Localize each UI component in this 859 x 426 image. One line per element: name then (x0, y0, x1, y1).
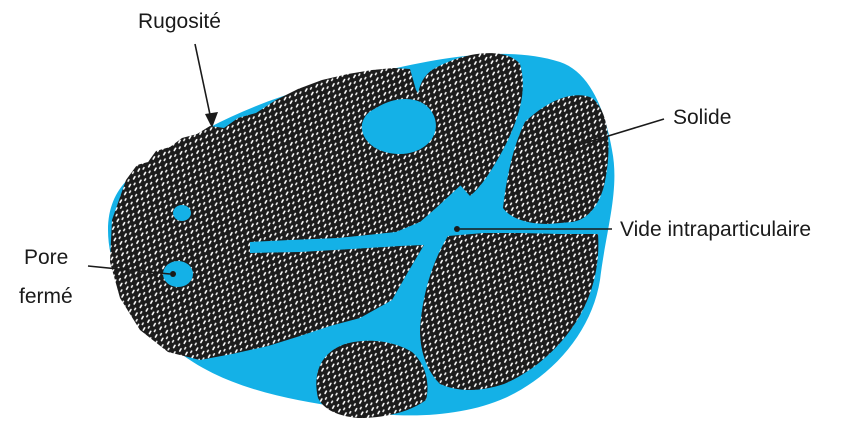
solid-region-bottom (316, 341, 427, 418)
rugosite-leader (195, 44, 212, 124)
vide-intraparticulaire-leader-dot (454, 226, 460, 232)
small-closed-pore (173, 205, 191, 221)
closed-pore-center-dot (170, 271, 176, 277)
label-solide: Solide (673, 106, 731, 129)
label-pore-line1: Pore (24, 246, 68, 269)
label-vide-intraparticulaire: Vide intraparticulaire (620, 218, 811, 241)
label-rugosite: Rugosité (138, 10, 221, 33)
solide-leader-dot (567, 145, 573, 151)
solid-region-lower-right (420, 233, 598, 390)
label-pore-line2: fermé (19, 285, 73, 308)
